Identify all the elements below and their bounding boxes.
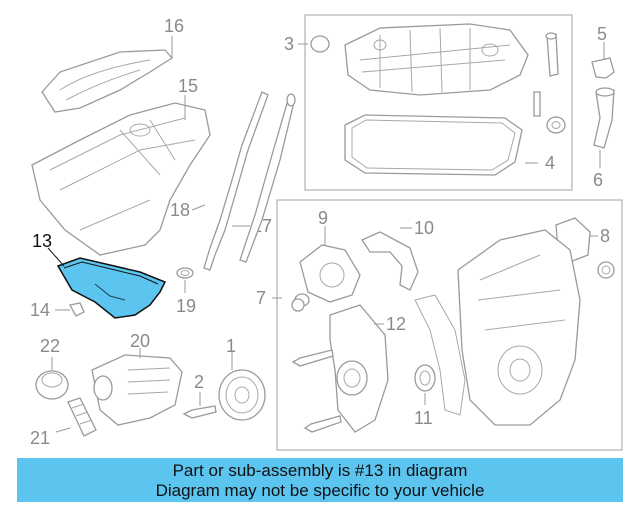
callout-14: 14 [30, 300, 50, 320]
part-16-windage-tray[interactable] [41, 49, 173, 113]
part-10-housing-gasket[interactable] [361, 231, 419, 291]
callout-10: 10 [414, 218, 434, 238]
part-19-o-ring[interactable] [176, 267, 194, 279]
part-water-pump-bolt[interactable] [291, 349, 342, 433]
part-9-water-pump-housing[interactable] [294, 244, 361, 307]
callout-3: 3 [284, 34, 294, 54]
part-valve-cover[interactable] [344, 23, 529, 96]
part-4-valve-cover-gasket[interactable] [344, 114, 523, 176]
exploded-parts-diagram: 16 15 13 14 17 18 19 22 [30, 14, 623, 451]
part-cover-gasket[interactable] [414, 294, 466, 416]
callout-9: 9 [318, 208, 328, 228]
callout-8: 8 [600, 226, 610, 246]
part-13-lower-oil-pan[interactable] [56, 257, 167, 319]
callout-16: 16 [164, 16, 184, 36]
part-11-crankshaft-seal[interactable] [414, 364, 436, 392]
callout-5: 5 [597, 24, 607, 44]
banner-line-disclaimer: Diagram may not be specific to your vehi… [155, 481, 485, 500]
part-1-crankshaft-damper[interactable] [218, 369, 266, 421]
callout-22: 22 [40, 336, 60, 356]
callout-2: 2 [194, 372, 204, 392]
callout-20: 20 [130, 331, 150, 351]
group-box-timing-cover [276, 199, 623, 451]
part-6-oil-filler-tube[interactable] [593, 87, 615, 149]
group-box-valve-cover [304, 14, 573, 191]
callout-6: 6 [593, 170, 603, 190]
part-22-oil-filter-cap[interactable] [35, 370, 69, 400]
part-21-oil-filter[interactable] [67, 397, 97, 437]
part-timing-cover[interactable] [457, 229, 581, 426]
callout-21: 21 [30, 428, 50, 448]
callout-19: 19 [176, 296, 196, 316]
part-20-oil-filter-housing[interactable] [91, 354, 183, 426]
part-18-dipstick[interactable] [239, 93, 296, 263]
callout-13: 13 [32, 231, 52, 251]
part-5-oil-filler-cap[interactable] [591, 57, 615, 79]
part-15-upper-oil-pan[interactable] [31, 102, 211, 256]
part-17-dipstick-tube[interactable] [203, 91, 269, 271]
banner-line-part: Part or sub-assembly is #13 in diagram [172, 461, 468, 480]
part-breather-tube[interactable] [545, 32, 559, 77]
part-pcv-valve[interactable] [533, 91, 541, 117]
part-grommet[interactable] [546, 116, 566, 134]
part-3-spark-plug-seal[interactable] [310, 35, 330, 53]
info-banner: Part or sub-assembly is #13 in diagram D… [17, 458, 623, 502]
callout-15: 15 [178, 76, 198, 96]
part-14-drain-plug[interactable] [69, 302, 85, 317]
callout-4: 4 [545, 153, 555, 173]
part-12-water-pump[interactable] [291, 298, 389, 433]
callout-7: 7 [256, 288, 266, 308]
callout-12: 12 [386, 314, 406, 334]
callout-1: 1 [226, 336, 236, 356]
callout-18: 18 [170, 200, 190, 220]
callout-11: 11 [414, 408, 433, 428]
part-2-bolt[interactable] [182, 405, 217, 419]
